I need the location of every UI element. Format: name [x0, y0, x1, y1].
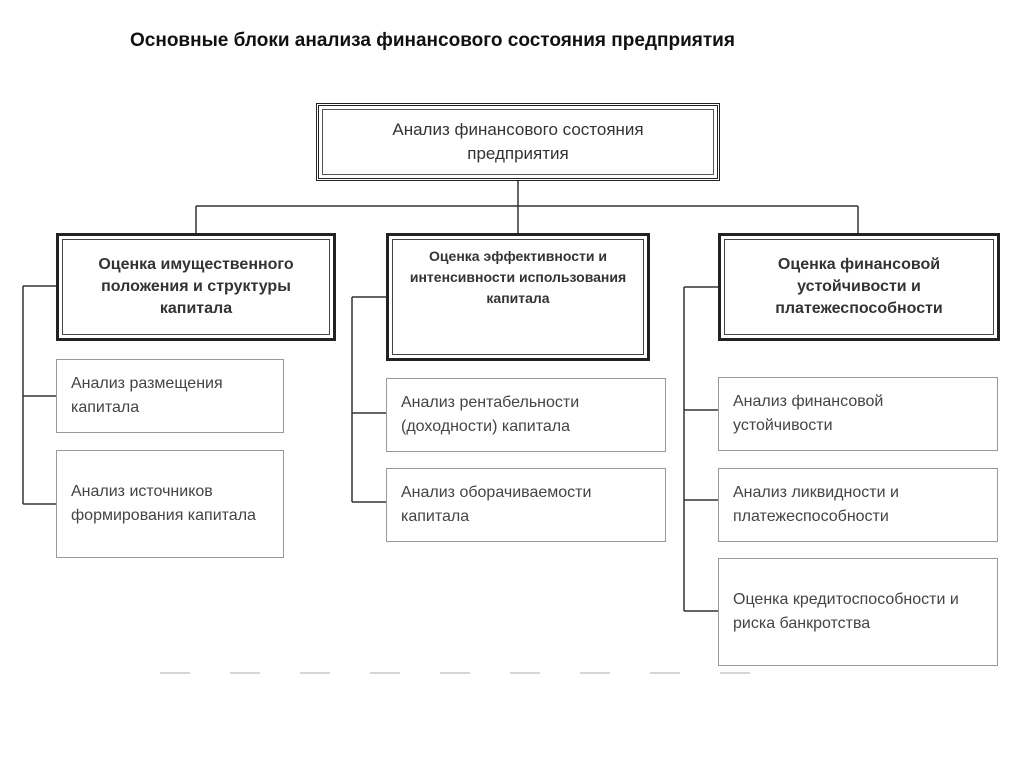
root-label: Анализ финансового состояния предприятия: [392, 120, 644, 163]
item-label: Анализ ликвидности и платежеспособности: [733, 484, 899, 525]
item-label: Анализ рентабельности (доходности) капит…: [401, 394, 580, 435]
faint-divider: [160, 672, 760, 674]
block-label: Оценка финансовой устойчивости и платеже…: [775, 256, 943, 317]
item-liquidity: Анализ ликвидности и платежеспособности: [718, 468, 998, 542]
item-profitability: Анализ рентабельности (доходности) капит…: [386, 378, 666, 452]
item-label: Анализ оборачиваемости капитала: [401, 484, 592, 525]
block-label: Оценка эффективности и интенсивности исп…: [409, 248, 627, 306]
item-capital-placement: Анализ размещения капитала: [56, 359, 284, 433]
item-label: Анализ финансовой устойчивости: [733, 393, 884, 434]
item-label: Анализ размещения капитала: [71, 375, 223, 416]
block-property-structure: Оценка имущественного положения и структ…: [56, 233, 336, 341]
item-label: Анализ источников формирования капитала: [71, 483, 256, 524]
item-stability-analysis: Анализ финансовой устойчивости: [718, 377, 998, 451]
item-turnover: Анализ оборачиваемости капитала: [386, 468, 666, 542]
block-financial-stability: Оценка финансовой устойчивости и платеже…: [718, 233, 1000, 341]
block-capital-efficiency: Оценка эффективности и интенсивности исп…: [386, 233, 650, 361]
block-label: Оценка имущественного положения и структ…: [98, 256, 294, 317]
item-creditworthiness: Оценка кредитоспособности и риска банкро…: [718, 558, 998, 666]
root-node: Анализ финансового состояния предприятия: [316, 103, 720, 181]
item-label: Оценка кредитоспособности и риска банкро…: [733, 591, 959, 632]
item-capital-sources: Анализ источников формирования капитала: [56, 450, 284, 558]
page-title: Основные блоки анализа финансового состо…: [130, 30, 735, 51]
